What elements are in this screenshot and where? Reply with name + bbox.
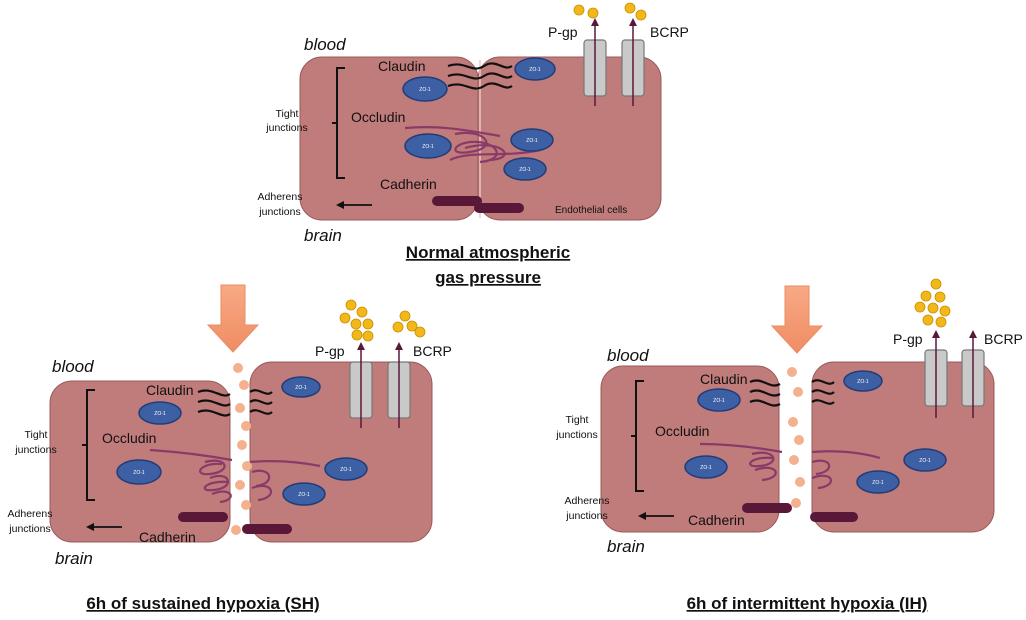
brain-label: brain (55, 549, 93, 568)
adherens-arrow (86, 523, 122, 531)
blood-label: blood (52, 357, 94, 376)
adherens-arrow (638, 512, 674, 520)
pgp-transporter (583, 18, 607, 106)
substrate-dots (914, 278, 951, 328)
pgp-transporter (349, 342, 373, 428)
tight-junctions-label: junctions (555, 429, 597, 441)
adherens-junctions-label: Adherens (565, 495, 610, 507)
zo1-label: ZO-1 (526, 138, 538, 144)
occludin-label: Occludin (655, 423, 709, 439)
adherens-junctions-label: junctions (565, 510, 607, 522)
cadherin-bar (742, 503, 792, 513)
brain-label: brain (304, 226, 342, 245)
blood-label: blood (607, 346, 649, 365)
zo1-label: ZO-1 (529, 67, 541, 73)
adherens-junctions-label: junctions (8, 523, 50, 535)
zo1-label: ZO-1 (419, 87, 431, 93)
hypoxia-arrow (206, 284, 260, 353)
substrate-dots (573, 2, 647, 21)
leak-dots (787, 367, 805, 508)
tight-junctions-label: Tight (276, 108, 299, 120)
zo1-label: ZO-1 (872, 480, 884, 486)
tight-junctions-label: junctions (14, 444, 56, 456)
occludin-strands (699, 442, 881, 490)
zo1-label: ZO-1 (298, 492, 310, 498)
tight-junctions-label: junctions (265, 122, 307, 134)
zo1-label: ZO-1 (422, 144, 434, 150)
claudin-label: Claudin (378, 58, 425, 74)
zo1-label: ZO-1 (919, 458, 931, 464)
claudin-label: Claudin (700, 371, 747, 387)
hypoxia-arrow (770, 285, 824, 354)
pgp-label: P-gp (548, 24, 578, 40)
panel-sustained-hypoxia: ZO-1 ZO-1 ZO-1 ZO-1 ZO-1 (8, 284, 452, 613)
zo1-proteins: ZO-1 ZO-1 ZO-1 ZO-1 ZO-1 (116, 376, 368, 506)
claudin-strands (749, 379, 835, 407)
bcrp-label: BCRP (650, 24, 689, 40)
endothelial-cells-label: Endothelial cells (555, 205, 627, 216)
zo1-proteins: ZO-1 ZO-1 ZO-1 ZO-1 ZO-1 (402, 57, 556, 181)
zo1-label: ZO-1 (154, 411, 166, 417)
claudin-strands (197, 389, 273, 417)
cadherin-bar (810, 512, 858, 522)
claudin-label: Claudin (146, 382, 193, 398)
caption-intermittent-hypoxia: 6h of intermittent hypoxia (IH) (687, 594, 928, 613)
pgp-label: P-gp (893, 331, 923, 347)
cadherin-bar (432, 196, 482, 206)
cadherin-bar (242, 524, 292, 534)
zo1-label: ZO-1 (713, 398, 725, 404)
brain-label: brain (607, 537, 645, 556)
zo1-label: ZO-1 (340, 467, 352, 473)
adherens-junctions-label: junctions (258, 206, 300, 218)
zo1-label: ZO-1 (519, 167, 531, 173)
adherens-junctions-label: Adherens (258, 191, 303, 203)
bcrp-label: BCRP (413, 343, 452, 359)
bcrp-transporter (387, 342, 411, 428)
cadherin-bar (178, 512, 228, 522)
adherens-junctions-label: Adherens (8, 508, 53, 520)
caption-normal: gas pressure (435, 268, 541, 287)
tight-junctions-label: Tight (25, 429, 48, 441)
endothelial-cell-right (811, 361, 995, 533)
panel-intermittent-hypoxia: ZO-1 ZO-1 ZO-1 ZO-1 ZO-1 (555, 278, 1023, 613)
occludin-strands (404, 126, 541, 164)
zo1-label: ZO-1 (700, 465, 712, 471)
pgp-transporter (924, 330, 948, 418)
bcrp-transporter (621, 18, 645, 106)
zo1-label: ZO-1 (857, 379, 869, 385)
cadherin-label: Cadherin (380, 176, 437, 192)
zo1-label: ZO-1 (295, 385, 307, 391)
tight-junctions-label: Tight (566, 414, 589, 426)
bcrp-label: BCRP (984, 331, 1023, 347)
leak-dots (231, 363, 252, 535)
cadherin-label: Cadherin (139, 529, 196, 545)
blood-label: blood (304, 35, 346, 54)
occludin-label: Occludin (351, 109, 405, 125)
bcrp-transporter (961, 330, 985, 418)
caption-normal: Normal atmospheric (406, 243, 570, 262)
pgp-label: P-gp (315, 343, 345, 359)
occludin-strands (149, 448, 321, 504)
cadherin-label: Cadherin (688, 512, 745, 528)
substrate-dots (339, 299, 426, 342)
adherens-arrow (336, 201, 372, 209)
zo1-label: ZO-1 (133, 470, 145, 476)
occludin-label: Occludin (102, 430, 156, 446)
panel-normal: ZO-1 ZO-1 ZO-1 ZO-1 ZO-1 (258, 2, 689, 287)
zo1-proteins: ZO-1 ZO-1 ZO-1 ZO-1 ZO-1 (684, 370, 947, 494)
caption-sustained-hypoxia: 6h of sustained hypoxia (SH) (86, 594, 319, 613)
endothelial-cell-left (299, 56, 479, 221)
claudin-strands (447, 62, 513, 90)
cadherin-bar (474, 203, 524, 213)
